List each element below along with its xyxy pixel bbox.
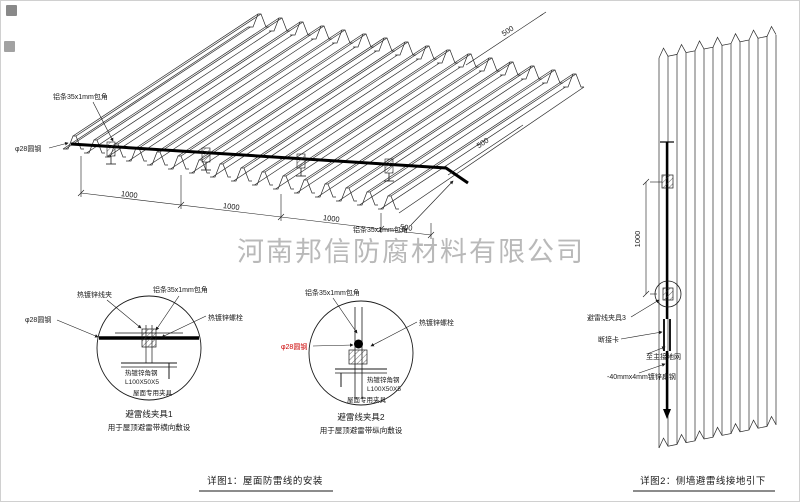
to-ground-arrow xyxy=(663,409,671,419)
label-angle-steel-1: 热镀锌角钢 xyxy=(125,368,158,377)
clamp2-leader-lines xyxy=(312,297,418,347)
label-wire-clip-1: 热镀锌线夹 xyxy=(77,290,112,299)
roof-left-edge xyxy=(62,26,249,150)
corrugation-unit xyxy=(83,17,291,154)
corrugation-unit xyxy=(209,41,417,178)
wall-clamp-upper xyxy=(661,174,674,189)
dim-1000-b: 1000 xyxy=(222,201,240,212)
detail-clamp2 xyxy=(308,297,418,406)
detail-clamp1 xyxy=(56,295,207,401)
caption-detail2: 详图2：侧墙避雷线接地引下 xyxy=(640,475,766,487)
roof-leader-lines xyxy=(48,101,454,226)
label-aluminum-strip-top: 铝条35x1mm包角 xyxy=(53,92,108,101)
company-watermark: 河南邦信防腐材料有限公司 xyxy=(237,237,585,267)
roof-wire-clamp xyxy=(384,158,394,182)
corrugation-unit xyxy=(146,29,354,166)
clamp1-leader-lines xyxy=(56,295,207,338)
corner-stamp-1 xyxy=(6,5,17,16)
label-round-steel-2: φ28圆钢 xyxy=(281,342,307,351)
detail-bubble-1 xyxy=(96,295,202,401)
label-flat-steel: -40mmx4mm镀锌扁钢 xyxy=(607,372,676,381)
wall-elevation-view xyxy=(658,25,777,449)
caption-detail1: 详图1：屋面防雷线的安装 xyxy=(207,475,323,487)
label-bolt-2: 热镀锌螺栓 xyxy=(419,318,454,327)
clamp-body-2 xyxy=(348,349,368,365)
lightning-conductor-wire xyxy=(70,142,469,185)
dim-500-a: 500 xyxy=(400,222,414,232)
roof-wire-clamp xyxy=(296,153,306,177)
wall-dimension xyxy=(642,178,662,298)
corrugation-unit xyxy=(125,25,333,162)
clamp1-subtitle: 用于屋顶避雷带横向敷设 xyxy=(108,422,191,432)
label-strip-1: 铝条35x1mm包角 xyxy=(153,285,208,294)
corrugation-unit xyxy=(167,33,375,170)
wall-down-conductor xyxy=(654,141,682,419)
corrugation-unit xyxy=(293,57,501,194)
corrugation-unit xyxy=(251,49,459,186)
dim-1000-c: 1000 xyxy=(322,213,340,224)
wall-dim-1000: 1000 xyxy=(633,231,642,248)
label-bolt-1: 热镀锌螺栓 xyxy=(208,313,243,322)
label-roof-fixture-1: 屋面专用夹具 xyxy=(133,388,173,397)
roof-right-edge xyxy=(398,86,585,214)
roof-wire-clamp xyxy=(201,147,211,171)
label-wall-clamp3: 避雷线夹具3 xyxy=(587,313,626,322)
label-roof-fixture-2: 屋面专用夹具 xyxy=(347,395,387,404)
label-angle-spec-2: L100X50X5 xyxy=(367,386,401,393)
corner-stamp-2 xyxy=(4,41,15,52)
wall-leader-lines xyxy=(620,299,666,374)
roof-slope-dimensions xyxy=(447,11,547,176)
roof-wire-clamp xyxy=(106,141,116,165)
label-disconnect-link: 断接卡 xyxy=(598,335,619,344)
label-to-main-ground: 至主接地网 xyxy=(646,352,681,361)
clamp-body-1 xyxy=(141,328,157,348)
clamp2-title: 避雷线夹具2 xyxy=(337,412,385,422)
label-round-steel-1: φ28圆钢 xyxy=(25,315,51,324)
dim-500-c: 500 xyxy=(500,24,515,38)
corrugation-unit xyxy=(314,61,522,198)
corrugation-unit xyxy=(335,65,543,202)
corrugation-unit xyxy=(104,21,312,158)
dim-1000-a: 1000 xyxy=(120,189,138,200)
roof-dimension-chain xyxy=(77,156,435,239)
detail-bubble-2 xyxy=(308,300,414,406)
clamp2-subtitle: 用于屋顶避雷带纵向敷设 xyxy=(320,425,403,435)
wall-clamp-lower xyxy=(662,287,674,301)
label-angle-steel-2: 热镀锌角钢 xyxy=(367,375,400,384)
label-round-steel-roof: φ28圆钢 xyxy=(15,144,41,153)
label-angle-spec-1: L100X50X5 xyxy=(125,379,159,386)
wall-bottom-edge xyxy=(658,415,777,449)
wall-top-edge xyxy=(658,25,777,59)
clamp1-title: 避雷线夹具1 xyxy=(125,409,173,419)
label-aluminum-strip-bottom: 铝条35x1mm包角 xyxy=(353,225,408,234)
wire-section-2 xyxy=(354,339,363,349)
corrugation-unit xyxy=(356,69,564,206)
label-strip-2: 铝条35x1mm包角 xyxy=(305,288,360,297)
roof-isometric-view: 1000 1000 1000 500 500 500 铝条35x1mm包角 φ2… xyxy=(15,11,585,239)
